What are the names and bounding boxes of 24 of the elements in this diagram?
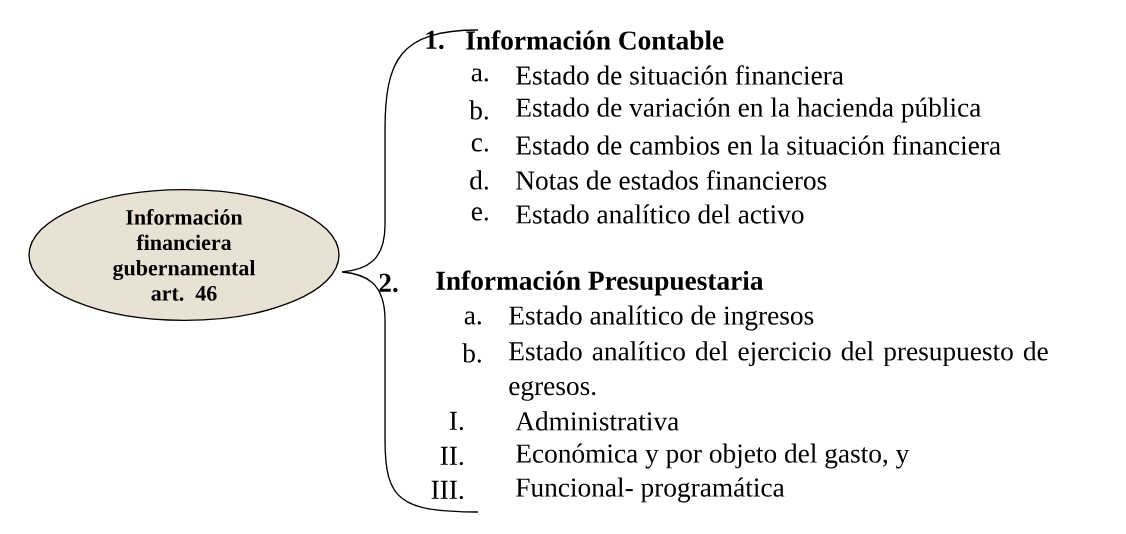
list-marker: III. — [431, 480, 463, 500]
list-marker: b. — [462, 343, 481, 363]
list-marker: d. — [470, 170, 488, 190]
list-marker: II. — [440, 446, 463, 466]
list-marker: b. — [469, 100, 488, 120]
list-item: Estado analítico del ejercicio del presupuesto de egresos. — [509, 341, 1048, 401]
list-item: Notas de estados financieros — [516, 170, 827, 190]
section-number: 2. — [379, 273, 398, 293]
list-item: Estado analítico del activo — [516, 204, 804, 224]
list-item: Administrativa — [515, 411, 679, 431]
list-marker: a. — [471, 68, 488, 82]
list-item: Económica y por objeto del gasto, y — [516, 443, 910, 469]
section-heading: Información Presupuestaria — [436, 270, 764, 296]
list-item: Estado de cambios en la situación financiera — [516, 135, 1001, 155]
list-item: Estado de variación en la hacienda pública — [516, 97, 981, 123]
list-marker: c. — [471, 138, 488, 152]
list-item: Estado analítico de ingresos — [509, 305, 814, 331]
list-item: Estado de situación financiera — [516, 65, 844, 85]
section-heading: Información Contable — [466, 30, 724, 50]
list-marker: e. — [471, 207, 488, 221]
list-item: Funcional- programática — [516, 477, 785, 503]
list-marker: a. — [464, 311, 481, 325]
list-marker: I. — [449, 411, 463, 431]
section-number: 1. — [426, 30, 444, 50]
